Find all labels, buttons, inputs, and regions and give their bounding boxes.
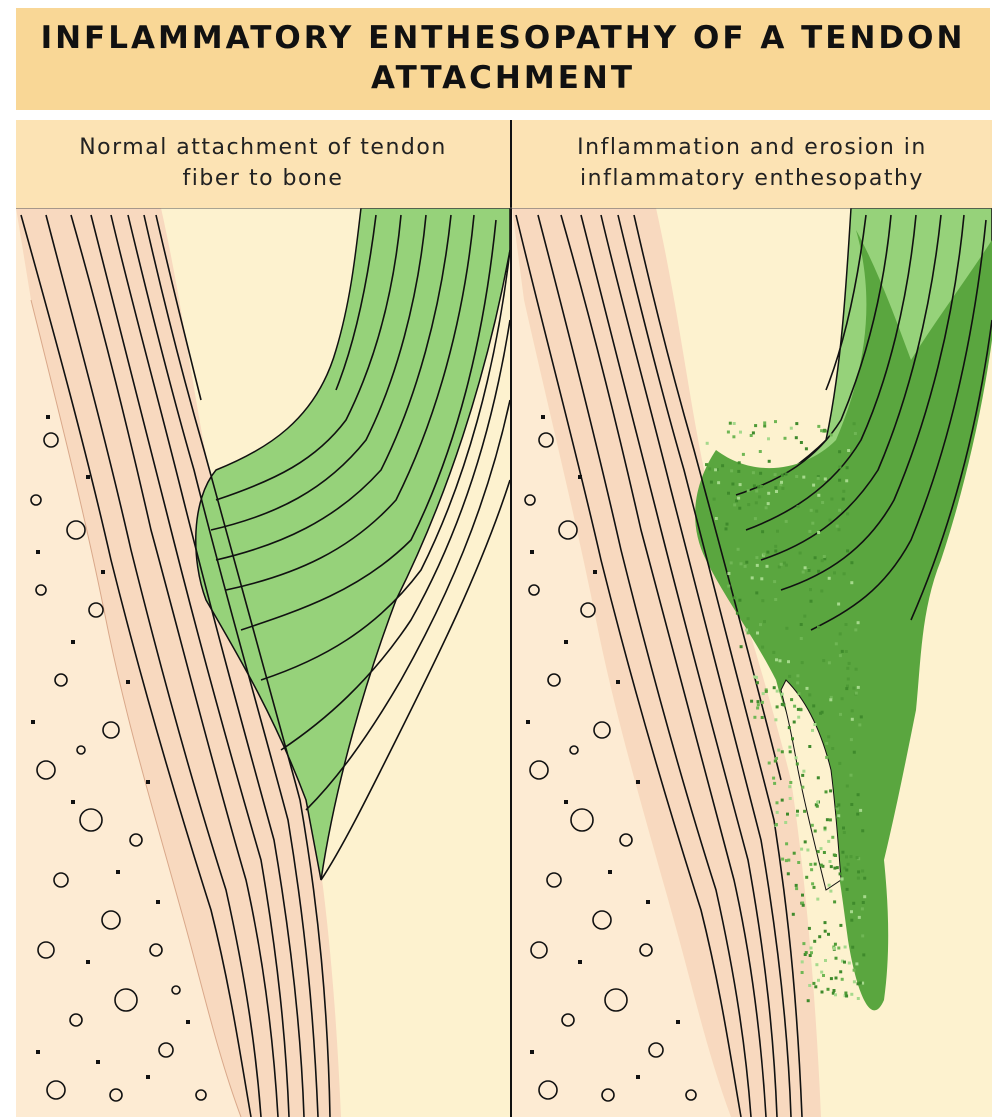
illustration-canvas [16, 120, 992, 1117]
figure-title: INFLAMMATORY ENTHESOPATHY OF A TENDON AT… [16, 18, 990, 98]
panels-container: Normal attachment of tendon fiber to bon… [16, 120, 992, 1117]
right-panel-caption: Inflammation and erosion in inflammatory… [512, 120, 992, 208]
normal-attachment-panel [16, 208, 510, 1117]
left-panel-caption: Normal attachment of tendon fiber to bon… [16, 120, 510, 208]
inflammatory-enthesopathy-panel [512, 208, 992, 1117]
